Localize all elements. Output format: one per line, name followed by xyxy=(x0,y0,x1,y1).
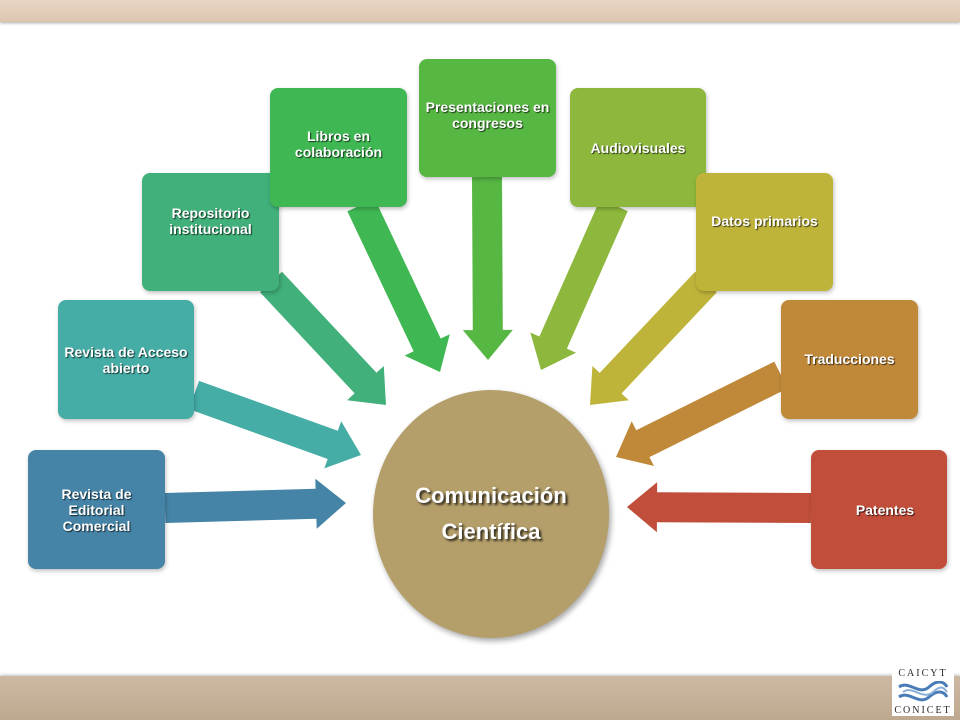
node-traducciones: Traducciones xyxy=(781,300,918,419)
node-libros: Libros en colaboración xyxy=(270,88,407,207)
node-label: Repositorio institucional xyxy=(169,205,252,237)
node-label: Audiovisuales xyxy=(590,140,686,156)
caicyt-conicet-logo: CAICYT CONICET xyxy=(892,668,954,716)
node-label: Libros en colaboración xyxy=(294,128,383,160)
arrow-patentes xyxy=(627,482,812,533)
arrow-revista-acceso xyxy=(188,380,361,469)
center-label-line1: Comunicación xyxy=(415,483,567,508)
bottom-decorative-bar xyxy=(0,676,960,720)
node-presentaciones: Presentaciones en congresos xyxy=(419,59,556,177)
logo-wave-icon xyxy=(898,681,949,702)
arrow-repositorio xyxy=(260,271,386,405)
node-label: Revista de Acceso abierto xyxy=(64,343,188,376)
node-datos: Datos primarios xyxy=(696,173,833,291)
top-decorative-bar xyxy=(0,0,960,22)
node-label: Patentes xyxy=(855,501,915,518)
center-label-line2: Científica xyxy=(441,519,541,544)
arrow-libros xyxy=(347,198,450,372)
arrow-presentaciones xyxy=(462,176,513,360)
node-label: Traducciones xyxy=(804,351,895,367)
node-audiovisuales: Audiovisuales xyxy=(570,88,706,207)
node-patentes: Patentes xyxy=(811,450,947,569)
arrow-traducciones xyxy=(616,361,788,466)
node-repositorio: Repositorio institucional xyxy=(142,173,279,291)
node-label: Presentaciones en congresos xyxy=(425,99,550,131)
arrow-audiovisuales xyxy=(530,198,628,370)
center-node: Comunicación Científica xyxy=(373,390,609,638)
arrow-revista-editorial xyxy=(164,478,346,529)
node-revista-acceso: Revista de Acceso abierto xyxy=(58,300,194,419)
arrow-datos xyxy=(590,271,717,405)
logo-text-top: CAICYT xyxy=(898,668,948,679)
node-label: Datos primarios xyxy=(711,213,818,229)
logo-text-bottom: CONICET xyxy=(894,705,952,716)
node-revista-editorial: Revista de Editorial Comercial xyxy=(28,450,165,569)
node-label: Revista de Editorial Comercial xyxy=(61,485,132,534)
